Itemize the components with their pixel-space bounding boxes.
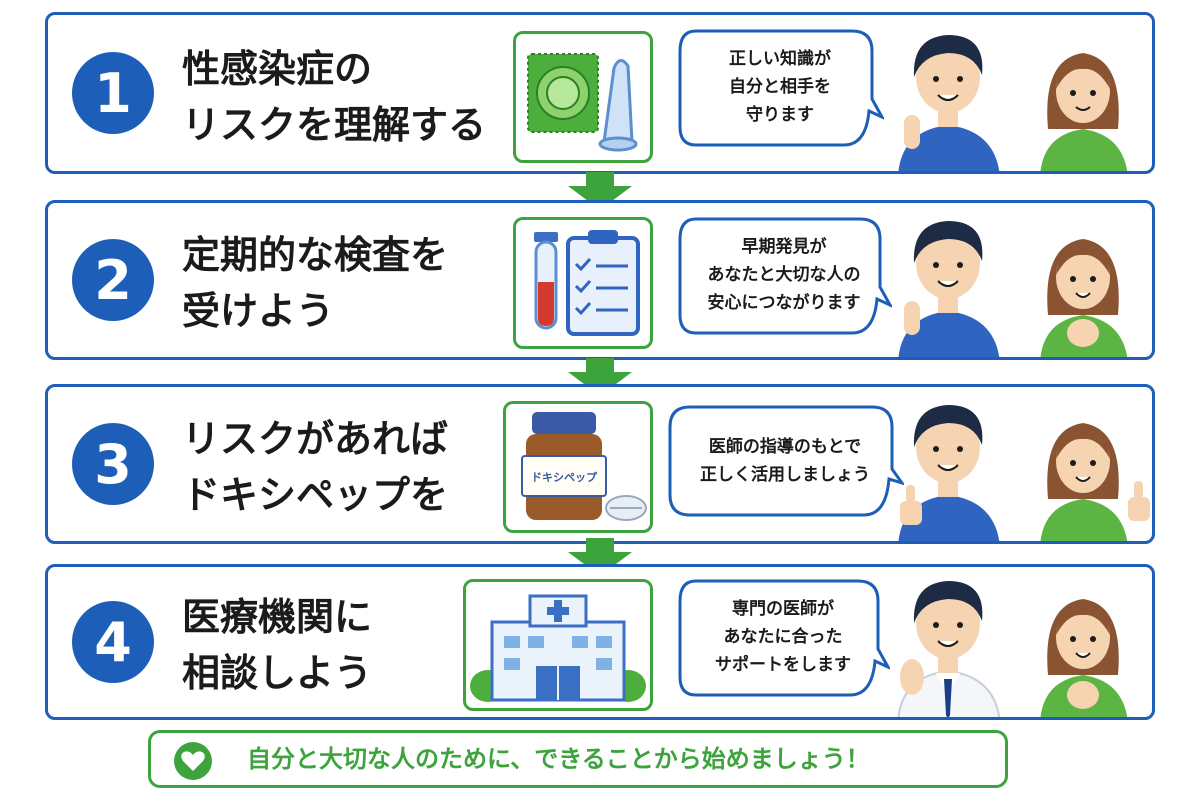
heart-icon — [173, 741, 213, 785]
footer-banner: 自分と大切な人のために、できることから始めましょう！ — [148, 730, 1008, 788]
step-number: 3 — [72, 423, 154, 505]
speech-bubble: 早期発見が あなたと大切な人の 安心につながります — [676, 215, 892, 343]
step-1-card: 1 性感染症の リスクを理解する 正しい知識が 自分と相手を 守ります — [45, 12, 1155, 174]
bubble-line: あなたと大切な人の — [707, 265, 861, 285]
step-title-line: リスクを理解する — [182, 103, 487, 147]
step-title-line: 受けよう — [182, 289, 335, 333]
footer-message: 自分と大切な人のために、できることから始めましょう！ — [247, 745, 870, 773]
condom-icon — [513, 31, 653, 163]
bubble-line: 早期発見が — [741, 237, 827, 257]
step-number: 2 — [72, 239, 154, 321]
speech-bubble: 専門の医師が あなたに合った サポートをします — [676, 577, 890, 705]
step-3-card: 3 リスクがあれば ドキシペップを ドキシペップ 医師の指導のもとで 正しく活用… — [45, 384, 1155, 544]
step-2-card: 2 定期的な検査を 受けよう 早期発見が あなたと大切な人の 安心につながります — [45, 200, 1155, 360]
bubble-line: 安心につながります — [707, 293, 861, 313]
medicine-bottle-icon: ドキシペップ — [503, 401, 653, 533]
couple-illustration — [878, 389, 1152, 541]
bubble-line: 正しい知識が — [729, 49, 831, 69]
step-title: 定期的な検査を 受けよう — [182, 227, 448, 339]
couple-illustration — [878, 19, 1152, 171]
step-title: 医療機関に 相談しよう — [182, 589, 372, 701]
down-arrow-icon — [560, 538, 640, 580]
step-4-card: 4 医療機関に 相談しよう 専門の医師が あなたに合った — [45, 564, 1155, 720]
bubble-line: 医師の指導のもとで — [708, 437, 862, 457]
step-number: 4 — [72, 601, 154, 683]
hospital-icon — [463, 579, 653, 711]
step-title-line: 定期的な検査を — [182, 233, 449, 277]
step-title: リスクがあれば ドキシペップを — [182, 411, 448, 523]
doctor-patient-illustration — [878, 567, 1152, 717]
bubble-line: 正しく活用しましょう — [700, 465, 870, 485]
bottle-label: ドキシペップ — [531, 471, 597, 484]
bubble-line: 自分と相手を — [729, 77, 831, 97]
bubble-line: 専門の医師が — [732, 599, 834, 619]
couple-illustration — [878, 205, 1152, 357]
step-title-line: リスクがあれば — [182, 417, 449, 461]
step-title-line: 相談しよう — [182, 651, 373, 695]
step-title: 性感染症の リスクを理解する — [182, 41, 486, 153]
down-arrow-icon — [560, 172, 640, 214]
step-number: 1 — [72, 52, 154, 134]
bubble-line: あなたに合った — [723, 627, 843, 647]
step-title-line: ドキシペップを — [182, 473, 449, 517]
speech-bubble: 正しい知識が 自分と相手を 守ります — [676, 27, 884, 155]
down-arrow-icon — [560, 358, 640, 400]
speech-bubble: 医師の指導のもとで 正しく活用しましょう — [666, 399, 904, 527]
test-tube-clipboard-icon — [513, 217, 653, 349]
step-title-line: 性感染症の — [182, 47, 373, 91]
step-title-line: 医療機関に — [182, 595, 373, 639]
bubble-line: サポートをします — [715, 655, 851, 675]
bubble-line: 守ります — [746, 105, 814, 125]
